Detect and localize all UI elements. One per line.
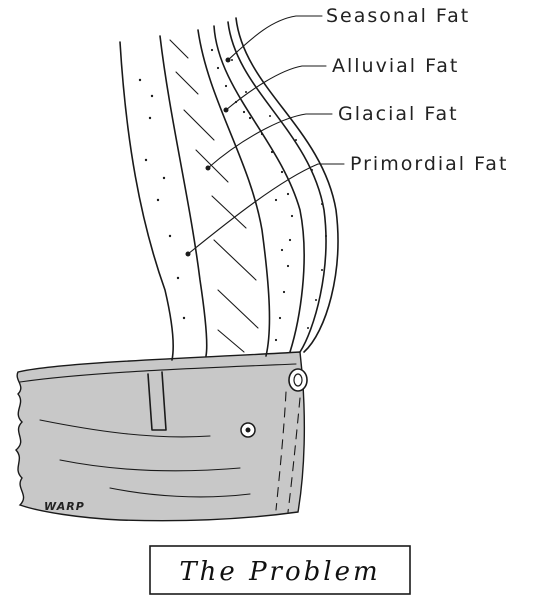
leader-seasonal xyxy=(227,15,323,61)
pointer-dot-primordial xyxy=(185,251,191,257)
glacial-boundary xyxy=(197,29,271,357)
body-back-line xyxy=(119,41,174,361)
caption-box xyxy=(149,545,411,595)
seasonal-dots xyxy=(231,59,327,329)
pocket-seam xyxy=(109,487,251,498)
pointer-dot-glacial xyxy=(205,165,211,171)
label-alluvial-fat: Alluvial Fat xyxy=(332,55,459,77)
belt-loop xyxy=(147,371,167,431)
alluvial-boundary xyxy=(213,25,305,353)
rivet-center xyxy=(245,427,251,433)
artist-signature: WARP xyxy=(44,500,85,513)
alluvial-dots xyxy=(210,48,294,342)
seasonal-boundary-inner xyxy=(227,21,327,353)
waistband-line xyxy=(19,363,297,383)
side-seam xyxy=(287,397,301,513)
button-icon xyxy=(288,368,308,392)
label-primordial-fat: Primordial Fat xyxy=(350,153,508,175)
primordial-dots xyxy=(138,78,186,320)
primordial-boundary xyxy=(159,35,208,357)
leader-glacial xyxy=(207,113,333,169)
label-glacial-fat: Glacial Fat xyxy=(338,103,459,125)
pointer-dot-seasonal xyxy=(225,57,231,63)
glacial-hatching xyxy=(169,39,259,353)
pointer-dot-alluvial xyxy=(223,107,229,113)
button-inner xyxy=(293,373,303,387)
label-seasonal-fat: Seasonal Fat xyxy=(326,5,470,27)
caption: The Problem xyxy=(179,557,380,587)
leader-alluvial xyxy=(225,65,327,111)
pocket-seam xyxy=(39,419,211,438)
leader-primordial xyxy=(187,163,345,255)
pocket-seam xyxy=(59,459,241,472)
seasonal-boundary-outer xyxy=(235,17,339,353)
